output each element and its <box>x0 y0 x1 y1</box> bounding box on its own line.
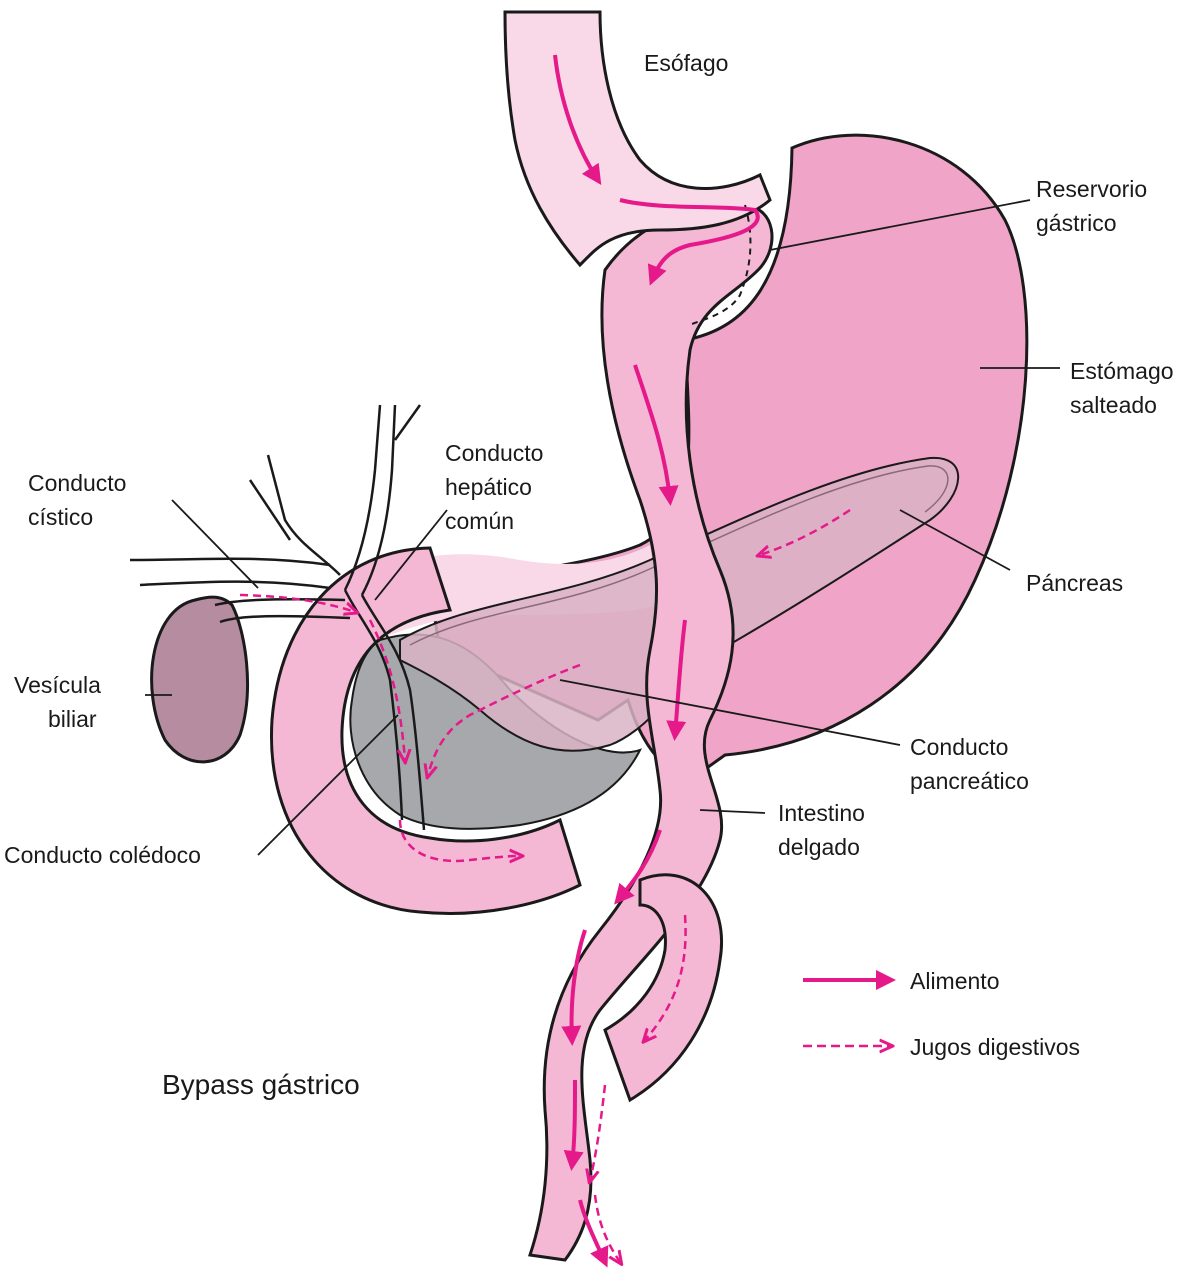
label-pancreas: Páncreas <box>1026 566 1123 600</box>
juice-arrows <box>239 508 851 1262</box>
pouch-staple-line <box>689 204 752 326</box>
label-pancreatic-duct: Conducto pancreático <box>910 730 1029 798</box>
label-pancreatic-duct-line1: Conducto <box>910 734 1009 760</box>
diagram-title: Bypass gástrico <box>162 1068 360 1102</box>
label-cystic-duct-line2: cístico <box>28 504 94 530</box>
label-common-hepatic-duct: Conducto hepático común <box>445 436 543 538</box>
label-cystic-duct-line1: Conducto <box>28 470 127 496</box>
label-gastric-pouch: Reservorio gástrico <box>1036 172 1147 240</box>
label-pancreatic-duct-line2: pancreático <box>910 768 1029 794</box>
duodenum-loop <box>269 546 582 915</box>
label-gallbladder-line1: Vesícula <box>14 672 101 698</box>
label-pancreas-text: Páncreas <box>1026 570 1124 596</box>
legend-juice-text: Jugos digestivos <box>910 1034 1081 1060</box>
label-gallbladder-line2: biliar <box>48 706 97 732</box>
pancreas-outline-inner <box>409 465 949 646</box>
label-small-intestine-line1: Intestino <box>778 800 865 826</box>
label-gallbladder: Vesícula biliar <box>14 668 101 736</box>
label-gastric-pouch-line2: gástrico <box>1036 210 1117 236</box>
intestine-lower-loop <box>603 873 723 1103</box>
label-esophagus-text: Esófago <box>644 50 729 76</box>
label-bypassed-stomach-line1: Estómago <box>1070 358 1174 384</box>
label-common-bile-duct-text: Conducto colédoco <box>4 842 201 868</box>
label-common-hepatic-duct-line2: hepático <box>445 474 532 500</box>
label-common-hepatic-duct-line3: común <box>445 508 515 534</box>
leader-lines <box>145 199 1060 856</box>
label-common-hepatic-duct-line1: Conducto <box>445 440 544 466</box>
label-bypassed-stomach: Estómago salteado <box>1070 354 1174 422</box>
label-gastric-pouch-line1: Reservorio <box>1036 176 1148 202</box>
legend-food-label: Alimento <box>910 964 999 998</box>
label-small-intestine-line2: delgado <box>778 834 860 860</box>
label-cystic-duct: Conducto cístico <box>28 466 126 534</box>
diagram-title-text: Bypass gástrico <box>162 1069 360 1100</box>
gallbladder-shape <box>150 595 249 764</box>
esophagus-tube <box>503 10 772 268</box>
food-arrows <box>553 54 760 1268</box>
label-bypassed-stomach-line2: salteado <box>1070 392 1157 418</box>
bile-ducts <box>129 404 426 831</box>
label-small-intestine: Intestino delgado <box>778 796 865 864</box>
label-common-bile-duct: Conducto colédoco <box>4 838 201 872</box>
legend-food-text: Alimento <box>910 968 1000 994</box>
legend-juice-label: Jugos digestivos <box>910 1030 1080 1064</box>
label-esophagus: Esófago <box>644 46 728 80</box>
